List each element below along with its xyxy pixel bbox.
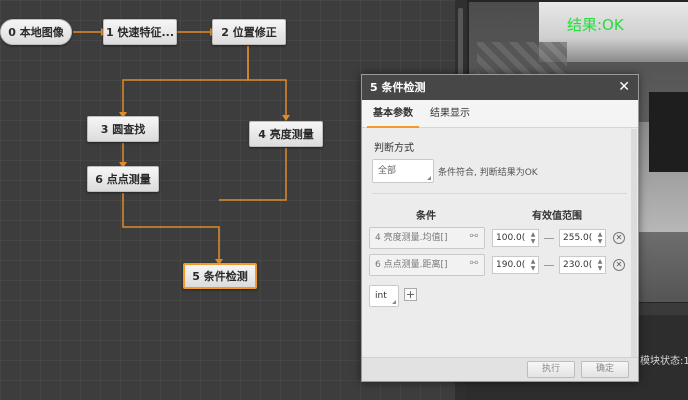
divider xyxy=(372,193,627,194)
max-value-2[interactable]: 230.0( ▲▼ xyxy=(559,256,606,274)
node-local-image[interactable]: 0 本地图像 xyxy=(0,19,72,45)
condition-check-dialog: 5 条件检测 ✕ 基本参数 结果显示 判断方式 全部 条件符合, 判断结果为OK… xyxy=(361,74,639,382)
confirm-button[interactable]: 确定 xyxy=(581,361,629,378)
add-condition-button[interactable]: + xyxy=(404,288,417,301)
spinner-icon[interactable]: ▲▼ xyxy=(530,231,536,245)
range-column-header: 有效值范围 xyxy=(532,211,582,222)
wire-4-5 xyxy=(219,148,287,201)
dialog-scrollbar[interactable] xyxy=(631,129,637,357)
node-fast-feature[interactable]: 1 快速特征... xyxy=(103,19,177,45)
min-value-text-1: 100.0( xyxy=(496,233,526,243)
arrow-5 xyxy=(215,259,223,265)
tab-result-display[interactable]: 结果显示 xyxy=(430,108,470,119)
judge-hint-text: 条件符合, 判断结果为OK xyxy=(438,168,538,178)
dialog-title-bar[interactable]: 5 条件检测 xyxy=(362,75,638,100)
delete-condition-icon[interactable]: ✕ xyxy=(613,232,625,244)
min-value-1[interactable]: 100.0( ▲▼ xyxy=(492,229,539,247)
range-dash xyxy=(544,265,554,266)
run-button[interactable]: 执行 xyxy=(527,361,575,378)
tab-basic-params[interactable]: 基本参数 xyxy=(367,100,419,128)
wire-2-4 xyxy=(247,46,287,118)
condition-field-1[interactable]: 4 亮度测量.均值[] ⚯ xyxy=(369,227,485,249)
module-status-text: 模块状态:1 xyxy=(640,356,688,367)
flow-connections xyxy=(73,28,290,265)
range-dash xyxy=(544,238,554,239)
arrow-3 xyxy=(119,112,127,118)
dialog-footer: 执行 确定 xyxy=(362,357,638,381)
node-brightness-measure[interactable]: 4 亮度测量 xyxy=(249,121,323,147)
dialog-tabs: 基本参数 结果显示 xyxy=(362,100,638,128)
judge-mode-value: 全部 xyxy=(378,166,397,176)
max-value-text-2: 230.0( xyxy=(563,260,593,270)
min-value-text-2: 190.0( xyxy=(496,260,526,270)
condition-column-header: 条件 xyxy=(416,211,436,222)
judge-mode-select[interactable]: 全部 xyxy=(372,159,434,183)
condition-name-1: 4 亮度测量.均值[] xyxy=(375,233,448,243)
max-value-text-1: 255.0( xyxy=(563,233,593,243)
result-label: 结果:OK xyxy=(567,16,624,34)
node-circle-find[interactable]: 3 圆查找 xyxy=(87,116,159,142)
dialog-body: 判断方式 全部 条件符合, 判断结果为OK 条件 有效值范围 4 亮度测量.均值… xyxy=(362,129,638,359)
condition-name-2: 6 点点测量.距离[] xyxy=(375,260,448,270)
spinner-icon[interactable]: ▲▼ xyxy=(597,231,603,245)
judge-mode-label: 判断方式 xyxy=(374,143,414,154)
node-position-correction[interactable]: 2 位置修正 xyxy=(212,19,286,45)
type-select[interactable]: int xyxy=(369,285,399,307)
wire-6-5 xyxy=(122,193,220,262)
spinner-icon[interactable]: ▲▼ xyxy=(597,258,603,272)
max-value-1[interactable]: 255.0( ▲▼ xyxy=(559,229,606,247)
min-value-2[interactable]: 190.0( ▲▼ xyxy=(492,256,539,274)
spinner-icon[interactable]: ▲▼ xyxy=(530,258,536,272)
arrow-4 xyxy=(282,115,290,121)
link-icon[interactable]: ⚯ xyxy=(469,258,479,269)
condition-field-2[interactable]: 6 点点测量.距离[] ⚯ xyxy=(369,254,485,276)
node-condition-check[interactable]: 5 条件检测 xyxy=(183,263,257,289)
delete-condition-icon[interactable]: ✕ xyxy=(613,259,625,271)
arrow-6 xyxy=(119,162,127,168)
link-icon[interactable]: ⚯ xyxy=(469,231,479,242)
close-icon[interactable]: ✕ xyxy=(618,79,630,95)
type-value: int xyxy=(375,291,387,301)
wire-2-3 xyxy=(122,46,249,115)
node-point-measure[interactable]: 6 点点测量 xyxy=(87,166,159,192)
dialog-title: 5 条件检测 xyxy=(370,81,426,94)
